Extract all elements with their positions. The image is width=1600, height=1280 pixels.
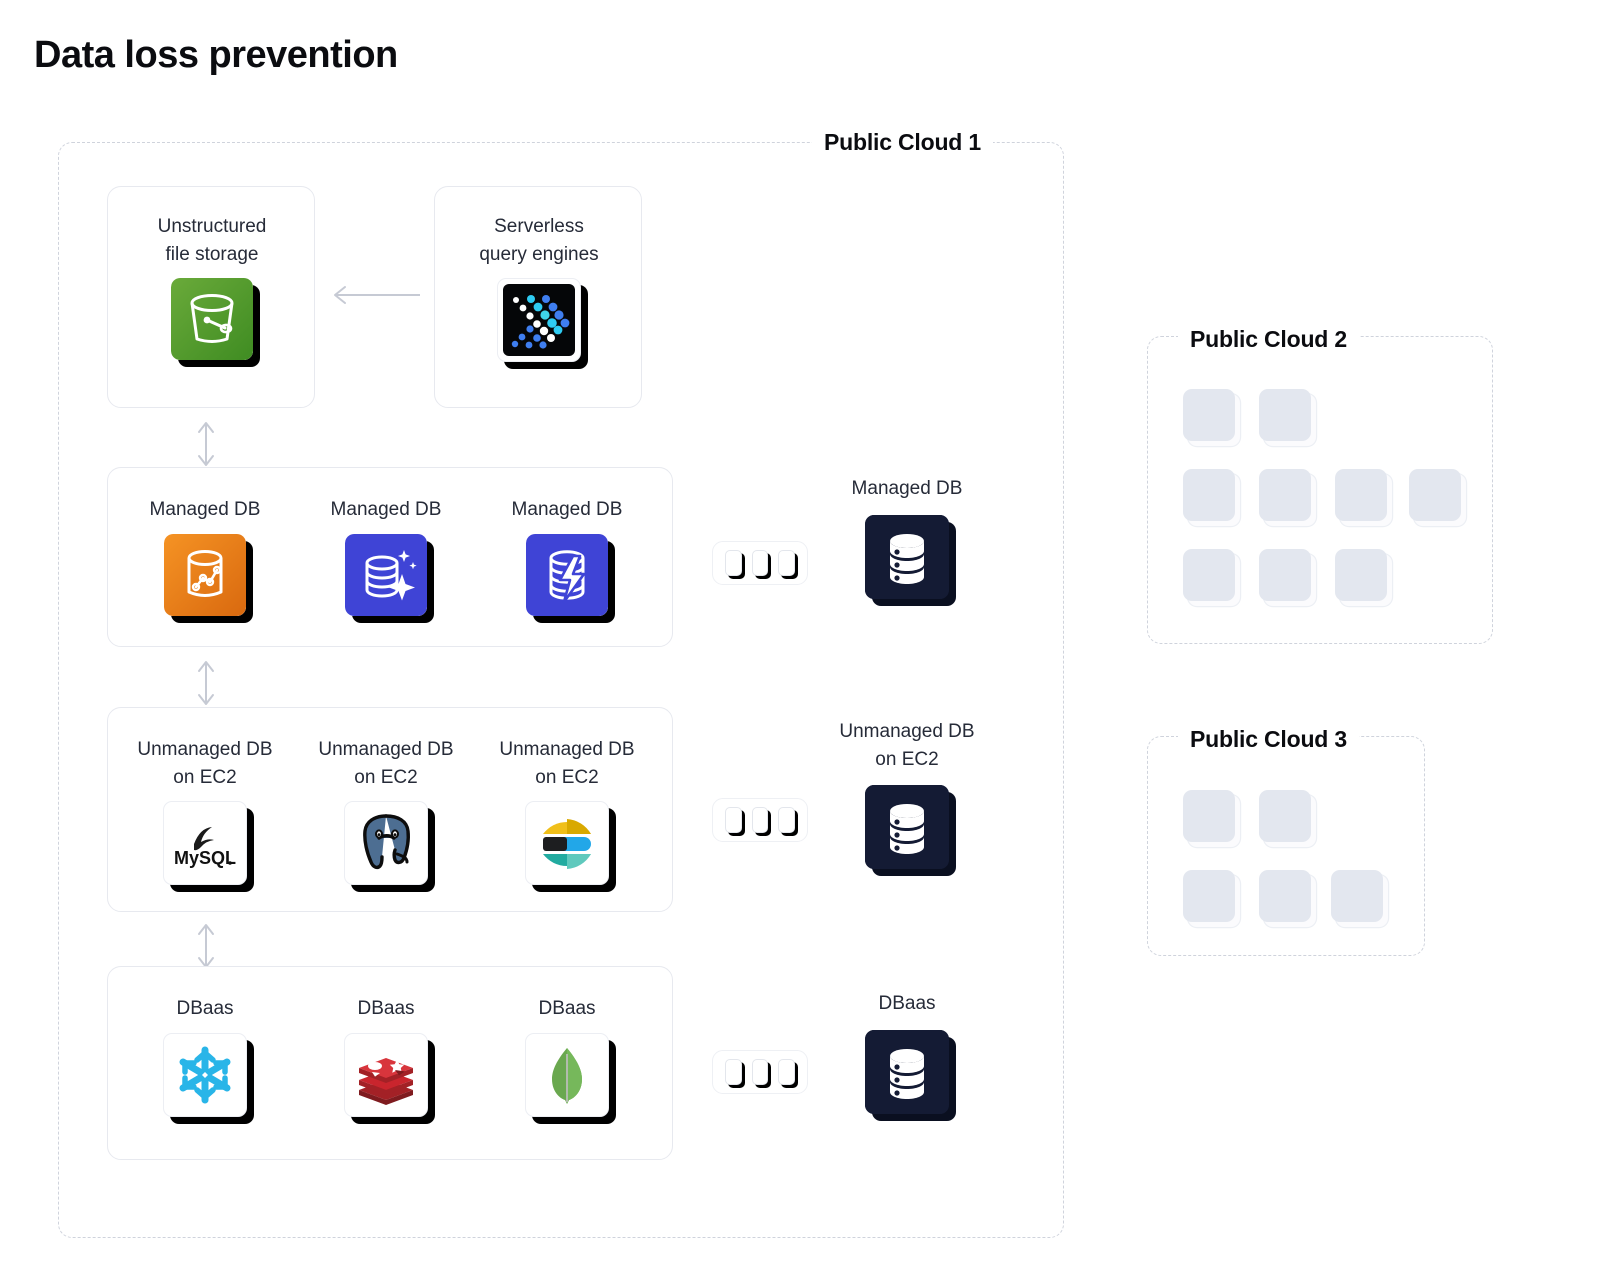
unmanaged-db-group-card[interactable]: Unmanaged DB on EC2 MySQL Unmanaged DB o… bbox=[107, 707, 673, 912]
placeholder-tile bbox=[1259, 469, 1311, 521]
placeholder-tile bbox=[1409, 469, 1461, 521]
placeholder-tile bbox=[1183, 389, 1235, 441]
dbaas-item-2[interactable]: DBaas bbox=[311, 995, 461, 1117]
unmanaged-db-mini-group[interactable] bbox=[712, 798, 808, 842]
arrow-storage-to-managed bbox=[193, 418, 219, 475]
mini-square bbox=[751, 550, 769, 576]
mini-square bbox=[778, 550, 796, 576]
public-cloud-3-region bbox=[1147, 736, 1425, 956]
managed-db-item-1[interactable]: Managed DB bbox=[130, 496, 280, 616]
placeholder-tile bbox=[1331, 870, 1383, 922]
placeholder-tile bbox=[1183, 549, 1235, 601]
mini-square bbox=[725, 1059, 742, 1085]
placeholder-tile bbox=[1183, 870, 1235, 922]
unmanaged-db-item-1-label: Unmanaged DB on EC2 bbox=[137, 739, 273, 788]
placeholder-tile bbox=[1259, 389, 1311, 441]
unmanaged-db-summary-label: Unmanaged DB on EC2 bbox=[839, 721, 975, 770]
managed-db-mini-group[interactable] bbox=[712, 541, 808, 585]
database-stack-icon bbox=[865, 785, 949, 870]
elasticsearch-icon bbox=[525, 801, 609, 886]
unmanaged-db-summary[interactable]: Unmanaged DB on EC2 bbox=[812, 718, 1002, 870]
placeholder-tile bbox=[1259, 790, 1311, 842]
dbaas-item-3-label: DBaas bbox=[538, 998, 596, 1019]
postgresql-icon bbox=[344, 801, 428, 886]
redshift-icon bbox=[164, 533, 246, 616]
mongodb-leaf-icon bbox=[525, 1032, 609, 1117]
managed-db-summary-label: Managed DB bbox=[851, 478, 963, 499]
public-cloud-3-label: Public Cloud 3 bbox=[1178, 728, 1359, 751]
dbaas-summary-label: DBaas bbox=[878, 993, 936, 1014]
placeholder-tile bbox=[1335, 549, 1387, 601]
unmanaged-db-item-2-label: Unmanaged DB on EC2 bbox=[318, 739, 454, 788]
placeholder-tile bbox=[1335, 469, 1387, 521]
mini-square bbox=[751, 807, 769, 833]
managed-db-item-1-label: Managed DB bbox=[149, 499, 261, 520]
mini-square bbox=[751, 1059, 769, 1085]
unmanaged-db-item-3-label: Unmanaged DB on EC2 bbox=[499, 739, 635, 788]
placeholder-tile bbox=[1183, 790, 1235, 842]
database-stack-icon bbox=[865, 514, 949, 599]
dbaas-item-1[interactable]: DBaas bbox=[130, 995, 280, 1117]
database-bolt-icon bbox=[526, 533, 608, 616]
managed-db-summary[interactable]: Managed DB bbox=[812, 475, 1002, 599]
s3-bucket-icon bbox=[171, 278, 253, 361]
mysql-icon: MySQL bbox=[163, 801, 247, 886]
serverless-query-engines-card[interactable]: Serverless query engines bbox=[434, 186, 642, 408]
mini-square bbox=[778, 1059, 796, 1085]
mini-square bbox=[725, 807, 742, 833]
placeholder-tile bbox=[1259, 870, 1311, 922]
dbaas-item-1-label: DBaas bbox=[176, 998, 234, 1019]
unmanaged-db-item-1[interactable]: Unmanaged DB on EC2 MySQL bbox=[130, 736, 280, 886]
unmanaged-db-item-2[interactable]: Unmanaged DB on EC2 bbox=[311, 736, 461, 886]
dbaas-group-card[interactable]: DBaas bbox=[107, 966, 673, 1160]
managed-db-item-3-label: Managed DB bbox=[511, 499, 623, 520]
managed-db-item-2[interactable]: Managed DB bbox=[311, 496, 461, 616]
page-title: Data loss prevention bbox=[34, 34, 398, 76]
placeholder-tile bbox=[1259, 549, 1311, 601]
snowflake-icon bbox=[163, 1032, 247, 1117]
redis-icon bbox=[344, 1032, 428, 1117]
databricks-dots-icon bbox=[497, 278, 581, 363]
public-cloud-2-label: Public Cloud 2 bbox=[1178, 328, 1359, 351]
public-cloud-1-label: Public Cloud 1 bbox=[812, 131, 993, 154]
mini-square bbox=[778, 807, 796, 833]
dbaas-summary[interactable]: DBaas bbox=[812, 990, 1002, 1114]
managed-db-item-2-label: Managed DB bbox=[330, 499, 442, 520]
public-cloud-1-region bbox=[58, 142, 1064, 1238]
serverless-query-engines-label: Serverless query engines bbox=[479, 216, 599, 265]
dbaas-item-2-label: DBaas bbox=[357, 998, 415, 1019]
svg-text:MySQL: MySQL bbox=[174, 848, 236, 868]
unmanaged-db-item-3[interactable]: Unmanaged DB on EC2 bbox=[492, 736, 642, 886]
unstructured-file-storage-card[interactable]: Unstructured file storage bbox=[107, 186, 315, 408]
arrow-query-to-storage bbox=[326, 282, 422, 313]
azure-sql-sparkle-icon bbox=[345, 533, 427, 616]
unstructured-file-storage-label: Unstructured file storage bbox=[157, 216, 267, 265]
managed-db-group-card[interactable]: Managed DB Managed DB bbox=[107, 467, 673, 647]
dbaas-item-3[interactable]: DBaas bbox=[492, 995, 642, 1117]
placeholder-tile bbox=[1183, 469, 1235, 521]
arrow-managed-to-unmanaged bbox=[193, 657, 219, 714]
database-stack-icon bbox=[865, 1029, 949, 1114]
managed-db-item-3[interactable]: Managed DB bbox=[492, 496, 642, 616]
mini-square bbox=[725, 550, 742, 576]
dbaas-mini-group[interactable] bbox=[712, 1050, 808, 1094]
